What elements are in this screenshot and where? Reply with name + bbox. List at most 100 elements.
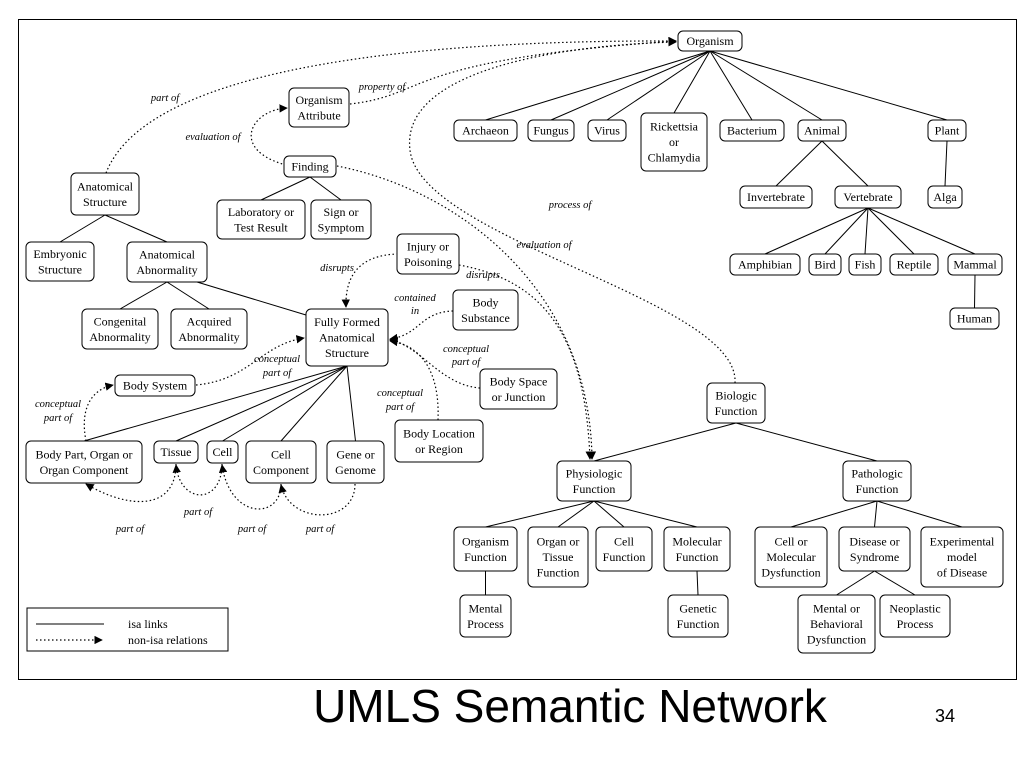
node-box-plant (927, 119, 967, 142)
node-box-tissue (153, 440, 199, 464)
node-label-mental-process: Process (467, 617, 504, 631)
relation-finding-evaluation-of-organism-attribute (250, 104, 288, 166)
node-box-body-space (479, 368, 558, 410)
node-amphibian: Amphibian (729, 253, 801, 276)
isa-link-finding-sign-symptom (309, 176, 342, 201)
node-box-embryonic-structure (25, 241, 95, 282)
legend-box (26, 607, 229, 652)
relation-anatomical-structure-part-of-organism (105, 36, 677, 174)
node-finding: Finding (283, 155, 337, 178)
node-label-cell: Cell (213, 445, 234, 459)
node-box-reptile (889, 253, 939, 276)
node-body-system: Body System (114, 374, 196, 397)
node-box-archaeon (453, 119, 518, 142)
label-part-of-organism: part of (150, 93, 181, 104)
node-label-vertebrate: Vertebrate (843, 190, 892, 204)
node-label-mammal: Mammal (953, 258, 997, 272)
node-human: Human (949, 307, 1000, 330)
node-label-molecular-function: Function (676, 550, 719, 564)
isa-link-animal-vertebrate (821, 140, 869, 187)
label-conceptual-location-1: conceptual (377, 388, 423, 399)
node-label-anatomical-abnormality: Abnormality (136, 263, 197, 277)
relation-cell-part-of-tissue (172, 463, 223, 496)
node-label-pathologic-function: Function (856, 482, 899, 496)
isa-link-mammal-human (974, 274, 976, 309)
node-box-cell-molecular-dysfunction (754, 526, 828, 588)
node-label-mental-behavioral: Mental or (813, 602, 860, 616)
node-label-invertebrate: Invertebrate (747, 190, 805, 204)
node-label-embryonic-structure: Embryonic (33, 247, 86, 261)
isa-link-biologic-function-physiologic-function (593, 422, 737, 462)
isa-link-plant-alga (944, 140, 948, 187)
node-label-body-substance: Body (472, 295, 498, 309)
label-property-of: property of (358, 82, 408, 93)
node-box-lab-result (216, 199, 306, 240)
node-bacterium: Bacterium (719, 119, 785, 142)
label-evaluation-of-physiologic: evaluation of (516, 240, 573, 251)
label-conceptual-bodypart-2: part of (43, 413, 74, 424)
node-label-mental-behavioral: Dysfunction (807, 633, 866, 647)
node-label-congenital-abnormality: Abnormality (89, 330, 150, 344)
isa-link-physiologic-function-organism-function (485, 500, 595, 528)
node-label-body-part: Organ Component (40, 463, 129, 477)
label-conceptual-bodypart-1: conceptual (35, 399, 81, 410)
label-process-of: process of (548, 200, 594, 211)
isa-link-anatomical-abnormality-congenital-abnormality (119, 281, 168, 310)
page-number: 34 (935, 706, 956, 726)
node-label-biologic-function: Function (715, 404, 758, 418)
node-label-anatomical-abnormality: Anatomical (139, 247, 196, 261)
node-label-rickettsia: Chlamydia (648, 151, 701, 165)
isa-link-organism-fungus (550, 50, 711, 121)
relation-finding-evaluation-of-physiologic-function (336, 165, 597, 460)
node-label-fungus: Fungus (533, 124, 569, 138)
node-label-sign-symptom: Symptom (318, 220, 365, 234)
isa-link-organism-rickettsia (673, 50, 711, 114)
node-box-disease-syndrome (838, 526, 911, 572)
node-label-acquired-abnormality: Abnormality (178, 330, 239, 344)
node-box-bird (808, 253, 842, 276)
node-box-rickettsia (640, 112, 708, 172)
node-label-experimental-model: Experimental (930, 535, 995, 549)
node-box-cell (206, 440, 239, 464)
node-box-virus (587, 119, 627, 142)
relation-body-part-part-of-body-system (83, 382, 114, 442)
relation-gene-part-of-cell-component (278, 483, 356, 516)
node-box-fish (848, 253, 882, 276)
node-label-neoplastic-process: Neoplastic (889, 601, 940, 615)
node-box-fungus (527, 119, 575, 142)
node-label-mental-process: Mental (469, 601, 504, 615)
isa-link-vertebrate-amphibian (764, 207, 869, 255)
label-conceptual-system-2: part of (262, 368, 293, 379)
node-label-lab-result: Test Result (234, 220, 288, 234)
node-label-organ-tissue-function: Tissue (543, 550, 574, 564)
node-label-anatomical-structure: Anatomical (77, 179, 134, 193)
isa-link-fully-formed-anatomical-abnormality (196, 281, 307, 316)
node-label-body-system: Body System (123, 379, 188, 393)
node-label-body-substance: Substance (461, 311, 510, 325)
node-box-alga (927, 185, 963, 209)
node-label-experimental-model: of Disease (937, 566, 987, 580)
node-box-acquired-abnormality (170, 308, 248, 350)
node-label-disease-syndrome: Disease or (849, 534, 899, 548)
isa-link-disease-syndrome-neoplastic-process (874, 570, 916, 596)
node-box-body-location (394, 419, 484, 463)
relation-body-system-part-of-fully-formed (195, 335, 305, 386)
isa-link-pathologic-function-cell-molecular-dysfunction (790, 500, 878, 528)
node-label-cell-molecular-dysfunction: Molecular (766, 550, 815, 564)
node-box-mental-behavioral (797, 594, 876, 654)
